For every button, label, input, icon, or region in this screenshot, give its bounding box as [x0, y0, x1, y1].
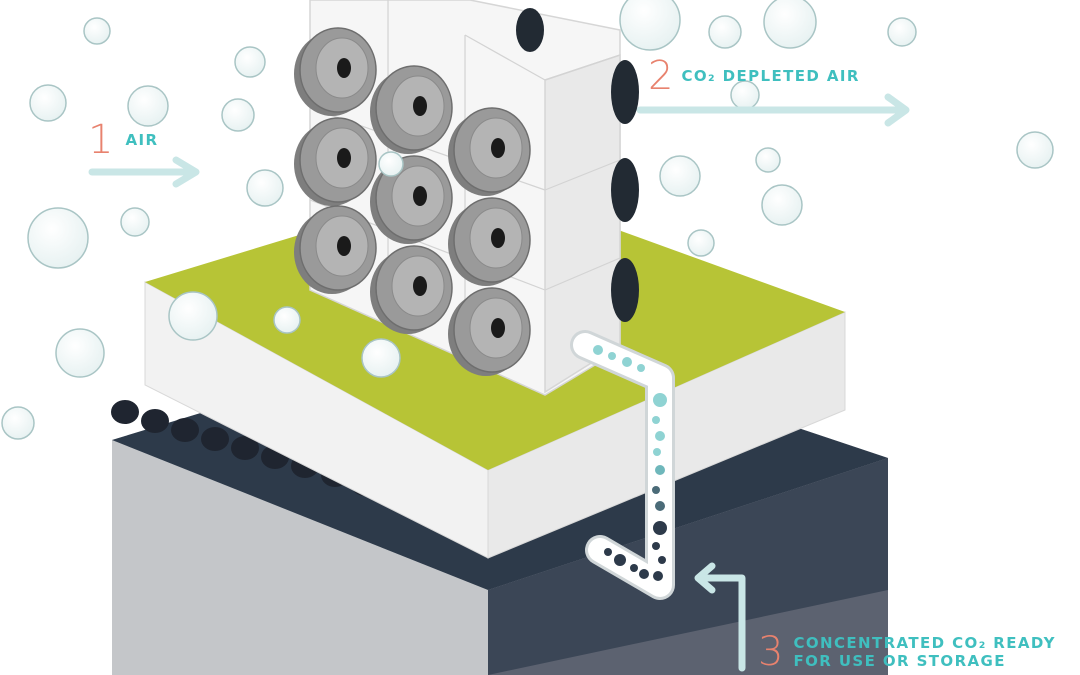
- fan-icon: [448, 197, 531, 286]
- co2-particle: [630, 564, 638, 572]
- air-bubble: [1016, 131, 1054, 169]
- co2-particles: [593, 345, 667, 581]
- air-bubble: [234, 46, 266, 78]
- air-bubble: [761, 184, 803, 226]
- air-bubble: [361, 338, 401, 378]
- step-3-text-line-1: CONCENTRATED CO₂ READY: [793, 634, 1056, 652]
- concentrated-co2-arrow: [694, 562, 746, 672]
- fan-icon: [370, 65, 453, 154]
- step-2-number: 2: [648, 53, 674, 99]
- roller: [141, 409, 169, 433]
- air-bubble: [127, 85, 169, 127]
- co2-particle: [639, 569, 649, 579]
- air-bubble: [887, 17, 917, 47]
- air-bubble: [619, 0, 681, 51]
- air-bubble: [1, 406, 35, 440]
- roller: [201, 427, 229, 451]
- co2-particle: [652, 542, 660, 550]
- fan-icon: [294, 117, 377, 206]
- step-3-number: 3: [758, 629, 784, 675]
- step-2-label: 2 CO₂ DEPLETED AIR: [648, 56, 860, 96]
- air-bubble: [168, 291, 218, 341]
- air-bubble: [27, 207, 89, 269]
- air-bubble: [273, 306, 301, 334]
- co2-particle: [658, 556, 666, 564]
- co2-particle: [652, 416, 660, 424]
- co2-particle: [622, 357, 632, 367]
- roller: [171, 418, 199, 442]
- air-bubble: [29, 84, 67, 122]
- fan-icon: [294, 205, 377, 294]
- collector-cube-stack: [294, 0, 639, 396]
- co2-particle: [604, 548, 612, 556]
- air-bubble: [83, 17, 111, 45]
- step-1-number: 1: [88, 117, 114, 163]
- co2-outlet-pipe: [570, 330, 675, 600]
- co2-particle: [655, 465, 665, 475]
- step-3-text-line-2: FOR USE OR STORAGE: [793, 652, 1006, 670]
- step-1-label: 1 AIR: [88, 120, 158, 160]
- step-1-text: AIR: [125, 131, 159, 149]
- co2-particle: [655, 431, 665, 441]
- step-2-text: CO₂ DEPLETED AIR: [681, 67, 860, 85]
- roller: [231, 436, 259, 460]
- air-inflow-arrow: [88, 156, 200, 188]
- fan-array: [294, 27, 531, 376]
- fan-icon: [448, 107, 531, 196]
- co2-particle: [653, 393, 667, 407]
- co2-particle: [593, 345, 603, 355]
- air-bubble: [120, 207, 150, 237]
- air-bubble: [659, 155, 701, 197]
- air-bubble: [246, 169, 284, 207]
- co2-particle: [653, 521, 667, 535]
- air-bubble: [378, 151, 404, 177]
- co2-particle: [653, 571, 663, 581]
- co2-particle: [637, 364, 645, 372]
- air-bubble: [755, 147, 781, 173]
- air-bubble: [763, 0, 817, 49]
- air-bubble: [708, 15, 742, 49]
- co2-particle: [653, 448, 661, 456]
- co2-particle: [652, 486, 660, 494]
- co2-particle: [614, 554, 626, 566]
- air-bubble: [55, 328, 105, 378]
- depleted-air-arrow: [636, 93, 910, 127]
- fan-icon: [370, 155, 453, 244]
- fan-icon: [448, 287, 531, 376]
- air-bubble: [221, 98, 255, 132]
- co2-particle: [655, 501, 665, 511]
- air-bubble: [687, 229, 715, 257]
- step-3-label: 3 CONCENTRATED CO₂ READY FOR USE OR STOR…: [758, 632, 1056, 672]
- fan-icon: [370, 245, 453, 334]
- roller: [111, 400, 139, 424]
- air-bubbles-foreground: [168, 151, 715, 378]
- fan-icon: [294, 27, 377, 116]
- co2-particle: [608, 352, 616, 360]
